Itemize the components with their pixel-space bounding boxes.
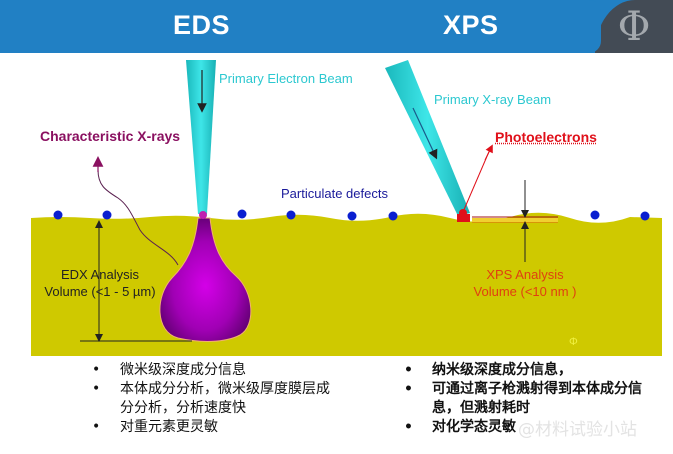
xps-bullet: 可通过离子枪溅射得到本体成分信息，但溅射耗时 xyxy=(404,380,649,418)
watermark: @材料试验小站 xyxy=(518,420,637,440)
xps-bullet: 纳米级深度成分信息， xyxy=(404,361,649,380)
phi-logo-icon: Φ xyxy=(617,4,651,50)
xray-path xyxy=(97,166,179,266)
primary-electron-beam-label: Primary Electron Beam xyxy=(219,71,353,86)
eds-bullet: 微米级深度成分信息 xyxy=(92,361,332,380)
edx-volume-label: EDX Analysis Volume (<1 - 5 µm) xyxy=(44,267,156,299)
interaction-volume xyxy=(159,217,252,342)
xps-title: XPS xyxy=(443,10,499,40)
logo: Φ xyxy=(589,0,673,53)
particulate-defects-label: Particulate defects xyxy=(281,186,388,201)
photoelectrons-label: Photoelectrons xyxy=(495,129,597,145)
electron-beam xyxy=(186,60,216,214)
substrate-phi-mark-icon: Φ xyxy=(569,336,578,348)
header-bar: EDS XPS Φ xyxy=(0,0,673,53)
xps-bullet-list: 纳米级深度成分信息， 可通过离子枪溅射得到本体成分信息，但溅射耗时 对化学态灵敏 xyxy=(404,361,649,437)
eds-bullet: 本体成分分析，微米级厚度膜层成分分析，分析速度快 xyxy=(92,380,332,418)
xps-volume-label: XPS Analysis Volume (<10 nm ) xyxy=(473,267,577,299)
eds-bullet: 对重元素更灵敏 xyxy=(92,418,332,437)
xps-bullet: 对化学态灵敏 xyxy=(404,418,649,437)
characteristic-xrays-label: Characteristic X-rays xyxy=(40,128,181,144)
primary-xray-beam-label: Primary X-ray Beam xyxy=(434,92,552,107)
eds-bullet-list: 微米级深度成分信息 本体成分分析，微米级厚度膜层成分分析，分析速度快 对重元素更… xyxy=(92,361,332,437)
eds-title: EDS xyxy=(173,10,231,40)
particulate-dots xyxy=(53,209,650,221)
